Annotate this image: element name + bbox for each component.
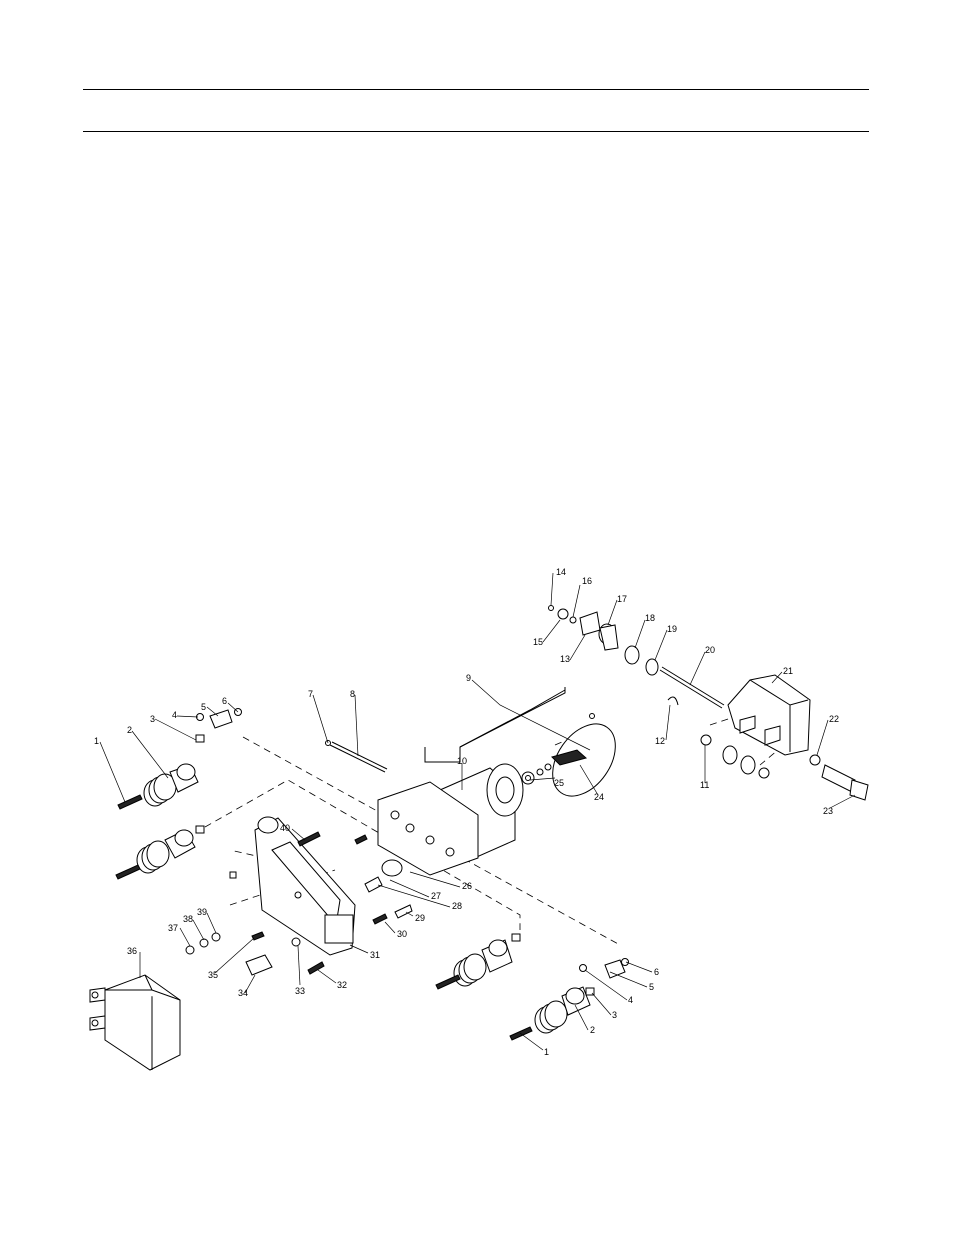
callout-2-upper: 2: [127, 725, 132, 735]
callout-40: 40: [280, 823, 290, 833]
callout-32: 32: [337, 980, 347, 990]
callout-22: 22: [829, 714, 839, 724]
callout-6-upper: 6: [222, 696, 227, 706]
callout-4-lower: 4: [628, 995, 633, 1005]
callout-21: 21: [783, 666, 793, 676]
callout-23: 23: [823, 806, 833, 816]
callout-9: 9: [466, 673, 471, 683]
callout-14: 14: [556, 567, 566, 577]
callout-37: 37: [168, 923, 178, 933]
pulley-group-lower-center: [436, 934, 520, 989]
callout-1-lower: 1: [544, 1047, 549, 1057]
callout-5-upper: 5: [201, 702, 206, 712]
callout-35: 35: [208, 970, 218, 980]
callout-24: 24: [594, 792, 604, 802]
callout-4-upper: 4: [172, 710, 177, 720]
callout-20: 20: [705, 645, 715, 655]
callout-12: 12: [655, 736, 665, 746]
callout-38: 38: [183, 914, 193, 924]
callout-11: 11: [700, 780, 709, 790]
callout-17: 17: [617, 594, 627, 604]
callout-34: 34: [238, 988, 248, 998]
callout-3-lower: 3: [612, 1010, 617, 1020]
pulley-group-middle: [116, 826, 204, 879]
callout-29: 29: [415, 913, 425, 923]
callout-30: 30: [397, 929, 407, 939]
callout-18: 18: [645, 613, 655, 623]
callout-6-lower: 6: [654, 967, 659, 977]
cover-box-36: [90, 975, 180, 1070]
callout-7: 7: [308, 689, 313, 699]
callout-39: 39: [197, 907, 207, 917]
callout-8: 8: [350, 689, 355, 699]
callout-15: 15: [533, 637, 543, 647]
shaft-8: [326, 741, 388, 773]
cover-plate-24: [522, 712, 628, 807]
callout-33: 33: [295, 986, 305, 996]
bracket-31: [255, 817, 355, 955]
callout-1-upper: 1: [94, 736, 99, 746]
callout-5-lower: 5: [649, 982, 654, 992]
callout-3-upper: 3: [150, 714, 155, 724]
callout-28: 28: [452, 901, 462, 911]
callout-10: 10: [457, 756, 467, 766]
pulley-group-upper: [118, 709, 242, 810]
motor-10: [378, 764, 523, 876]
callout-31: 31: [370, 950, 380, 960]
callout-27: 27: [431, 891, 441, 901]
callout-36: 36: [127, 946, 137, 956]
callout-16: 16: [582, 576, 592, 586]
pulley-group-lower-right: [510, 959, 629, 1041]
callout-25: 25: [554, 778, 564, 788]
callout-13: 13: [560, 654, 570, 664]
callout-26: 26: [462, 881, 472, 891]
callout-19: 19: [667, 624, 677, 634]
callout-2-lower: 2: [590, 1025, 595, 1035]
bracket-9: [425, 687, 565, 762]
